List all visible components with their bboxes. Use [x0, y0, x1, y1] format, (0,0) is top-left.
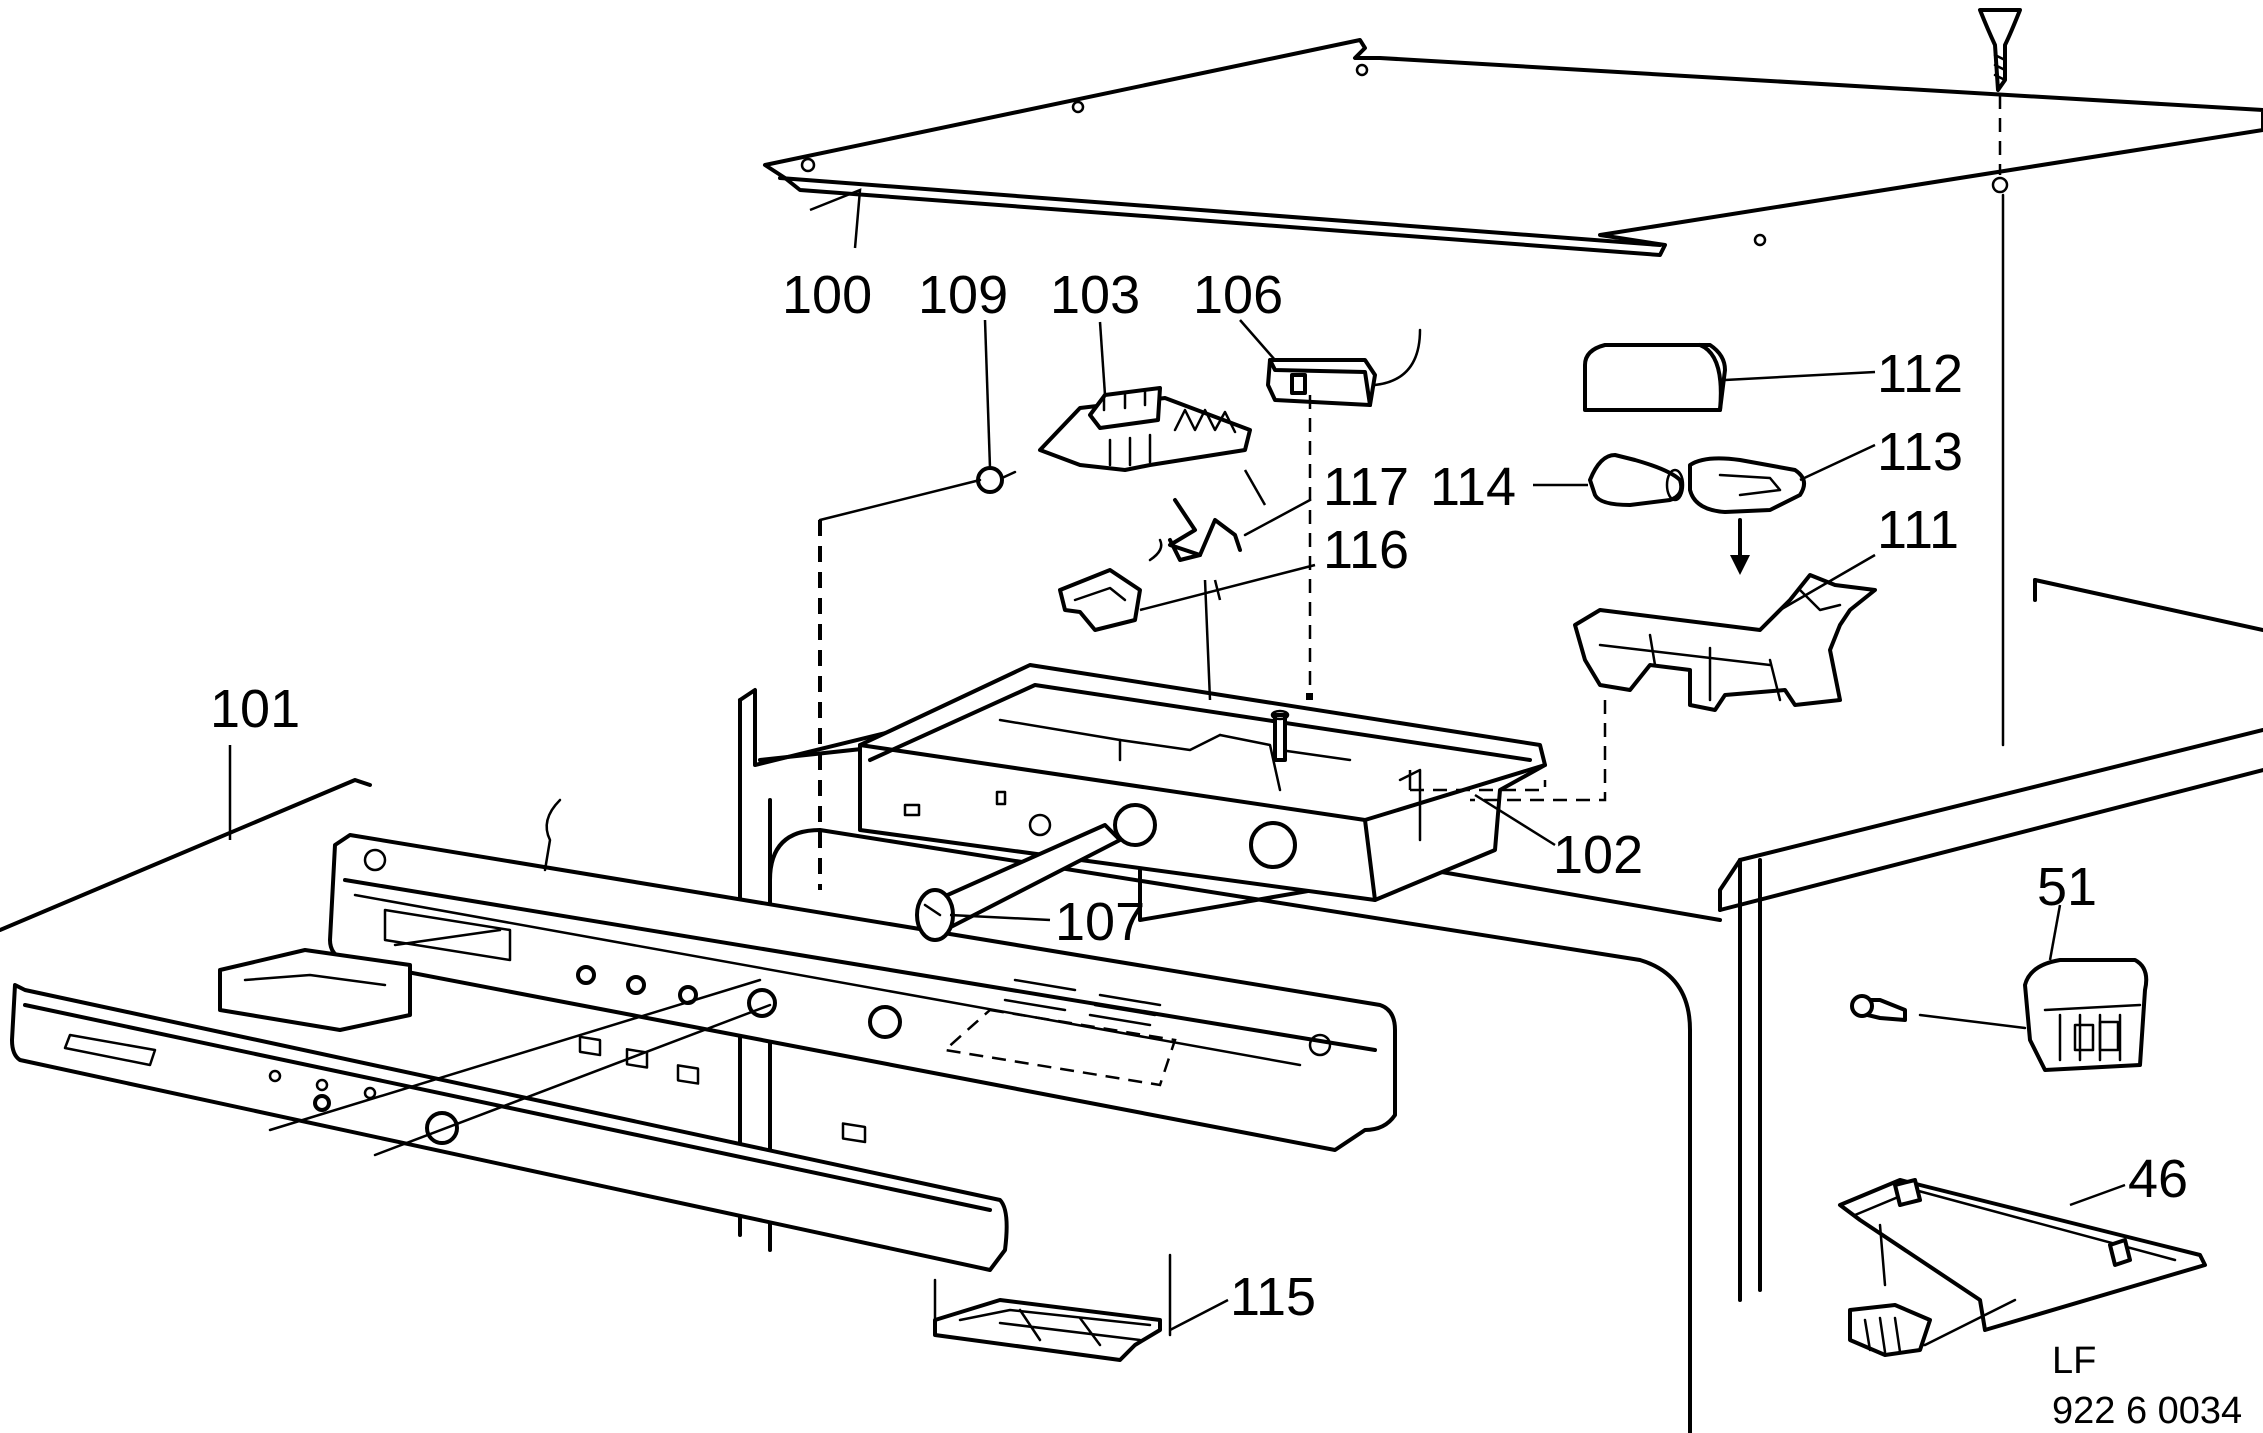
callout-106: 106 — [1193, 265, 1283, 325]
filter-tray — [933, 1253, 1229, 1362]
callout-114: 114 — [1430, 457, 1516, 517]
lamp-cover — [1583, 343, 1876, 412]
lamp-housing — [1470, 553, 1877, 802]
callout-116: 116 — [1323, 520, 1409, 580]
callout-102: 102 — [1553, 825, 1643, 885]
hinge-block — [1850, 904, 2149, 1072]
callout-100: 100 — [782, 265, 872, 325]
callout-46: 46 — [2128, 1149, 2188, 1209]
spring-clip — [1168, 498, 1312, 562]
callout-101: 101 — [210, 679, 300, 739]
knob-shaft — [915, 823, 1122, 942]
control-panel-front — [328, 798, 1397, 1152]
left-trim-panel — [0, 778, 372, 932]
callout-115: 115 — [1230, 1267, 1316, 1327]
callout-111: 111 — [1877, 500, 1959, 560]
door-lever — [1838, 1178, 2207, 1357]
micro-switch — [1266, 328, 1422, 700]
callout-112: 112 — [1877, 344, 1963, 404]
front-fascia-strip — [10, 928, 1009, 1272]
leader-lines — [228, 188, 1556, 847]
mounting-bracket — [1058, 538, 1316, 632]
callout-117: 117 — [1323, 457, 1409, 517]
lamp-bulb — [1533, 453, 1685, 507]
control-box-housing — [858, 663, 1547, 902]
doc-ref-line2: 922 6 0034 — [2052, 1390, 2242, 1432]
callout-103: 103 — [1050, 265, 1140, 325]
doc-ref-line1: LF — [2052, 1340, 2096, 1382]
callout-109: 109 — [918, 265, 1008, 325]
terminal-block — [1038, 386, 1252, 472]
callout-labels: 100 109 103 106 112 117 114 113 116 111 … — [210, 265, 2188, 1327]
document-reference: LF 922 6 0034 — [2052, 1340, 2242, 1432]
callout-51: 51 — [2037, 857, 2097, 917]
callout-107: 107 — [1055, 892, 1145, 952]
lamp-holder — [1688, 443, 1876, 575]
callout-113: 113 — [1877, 422, 1963, 482]
top-cover-plate — [763, 8, 2263, 747]
